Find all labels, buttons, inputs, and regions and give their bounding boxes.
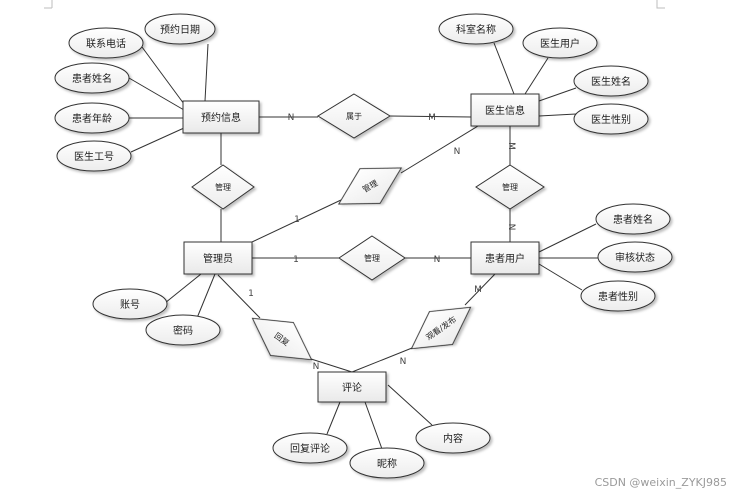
- attribute-attr-appt-docid: 医生工号: [56, 140, 132, 172]
- attribute-label: 密码: [173, 324, 193, 337]
- connector-line: [538, 87, 577, 102]
- attribute-attr-admin-pwd: 密码: [145, 314, 221, 346]
- attribute-label: 联系电话: [86, 37, 126, 50]
- attribute-attr-appt-pname: 患者姓名: [54, 62, 130, 94]
- attribute-attr-pat-status: 审核状态: [597, 241, 673, 273]
- connector-line: [387, 384, 433, 426]
- page-frame-marks: [44, 0, 665, 9]
- attribute-attr-pat-sex: 患者性别: [580, 280, 656, 312]
- cardinality-admin-manage-doctor: 1: [294, 215, 300, 225]
- attribute-attr-content: 内容: [415, 422, 491, 454]
- relationship-rel-belongs: 属于: [317, 93, 391, 139]
- connector-line: [164, 273, 202, 304]
- entity-doctor: 医生信息: [470, 93, 540, 127]
- entity-appointment: 预约信息: [182, 100, 260, 134]
- attribute-label: 医生性别: [591, 113, 631, 126]
- relationship-rel-manage-appt: 管理: [191, 164, 255, 210]
- entity-label: 医生信息: [485, 104, 525, 117]
- attribute-label: 医生姓名: [591, 75, 631, 88]
- connector-line: [493, 42, 515, 95]
- entity-patient: 患者用户: [470, 241, 540, 275]
- attribute-attr-doc-name: 医生姓名: [573, 65, 649, 97]
- entity-admin: 管理员: [183, 241, 253, 275]
- connector-line: [196, 273, 216, 319]
- attribute-attr-contact: 联系电话: [68, 27, 144, 59]
- attribute-label: 回复评论: [290, 442, 330, 455]
- connector-line: [141, 46, 185, 105]
- watermark: CSDN @weixin_ZYKJ985: [595, 476, 727, 489]
- cardinality-admin-manage-patient: 1: [293, 255, 299, 265]
- attribute-attr-nickname: 昵称: [349, 447, 425, 479]
- connector-line: [326, 401, 341, 435]
- connector-line: [400, 125, 479, 174]
- entity-label: 预约信息: [201, 111, 241, 124]
- attribute-attr-dept: 科室名称: [438, 13, 514, 45]
- attribute-label: 账号: [120, 299, 140, 311]
- connector-line: [538, 113, 577, 117]
- attribute-label: 患者姓名: [613, 213, 653, 226]
- cardinality-patient-manage-doctor: N: [506, 224, 516, 231]
- connector-line: [389, 115, 472, 118]
- connector-line: [464, 273, 496, 306]
- relationship-rel-manage-patient: 管理: [338, 235, 406, 281]
- relationship-rel-manage-doctor-admin: 管理: [337, 167, 403, 205]
- attribute-label: 内容: [443, 432, 463, 445]
- attribute-label: 患者姓名: [72, 72, 112, 85]
- relationship-label: 属于: [346, 112, 362, 121]
- attribute-attr-pat-name: 患者姓名: [595, 203, 671, 235]
- relationship-label: 管理: [502, 182, 518, 192]
- cardinality-comment-reply: N: [313, 362, 320, 372]
- connector-lines: [128, 42, 598, 450]
- cardinality-comment-view: N: [400, 357, 407, 367]
- entity-label: 评论: [342, 381, 362, 394]
- attribute-attr-doc-sex: 医生性别: [573, 103, 649, 135]
- entity-label: 管理员: [203, 252, 233, 265]
- attribute-label: 审核状态: [615, 251, 655, 264]
- attribute-label: 医生用户: [540, 37, 580, 50]
- connector-line: [524, 57, 549, 95]
- attribute-attr-reply-comment: 回复评论: [272, 432, 348, 464]
- connector-line: [251, 199, 342, 243]
- relationship-rel-manage-doctor-patient: 管理: [475, 164, 545, 210]
- cardinality-labels: N M 1 N M N 1 N 1 N N M: [248, 113, 516, 372]
- connector-line: [128, 77, 185, 111]
- relationship-label: 管理: [215, 182, 231, 192]
- cardinality-appt-belongs: N: [288, 113, 295, 123]
- attribute-label: 医生工号: [74, 150, 114, 163]
- attribute-attr-appt-date: 预约日期: [144, 13, 216, 45]
- relationship-label: 管理: [364, 253, 380, 263]
- connector-line: [217, 274, 261, 319]
- connector-line: [204, 43, 209, 102]
- attribute-label: 昵称: [377, 457, 397, 470]
- attribute-label: 预约日期: [160, 23, 200, 36]
- attribute-label: 患者性别: [598, 290, 638, 303]
- cardinality-doctor-manage-admin: N: [454, 147, 461, 157]
- cardinality-doctor-manage-patient: M: [506, 142, 516, 150]
- cardinality-patient-view: M: [474, 285, 482, 295]
- attribute-label: 患者年龄: [72, 112, 112, 125]
- relationship-rel-reply: 回复: [251, 317, 313, 361]
- connector-line: [538, 223, 597, 253]
- connector-line: [351, 347, 413, 373]
- attribute-attr-admin-account: 账号: [92, 288, 168, 320]
- entity-comment: 评论: [317, 371, 387, 403]
- connector-line: [538, 263, 583, 291]
- cardinality-patient-manage-admin: N: [434, 255, 441, 265]
- entity-label: 患者用户: [485, 252, 525, 265]
- cardinality-doctor-belongs: M: [428, 113, 436, 123]
- attribute-attr-doc-user: 医生用户: [522, 27, 598, 59]
- relationship-rel-view-post: 观看/发布: [410, 306, 472, 350]
- attribute-label: 科室名称: [456, 23, 496, 36]
- attribute-attr-appt-page: 患者年龄: [54, 102, 130, 134]
- cardinality-admin-reply: 1: [248, 289, 254, 299]
- connector-line: [307, 357, 353, 373]
- connector-line: [130, 127, 185, 153]
- connector-line: [364, 401, 383, 450]
- diagram-shapes: 预约信息医生信息管理员患者用户评论属于管理管理管理管理回复观看/发布预约日期联系…: [54, 13, 673, 479]
